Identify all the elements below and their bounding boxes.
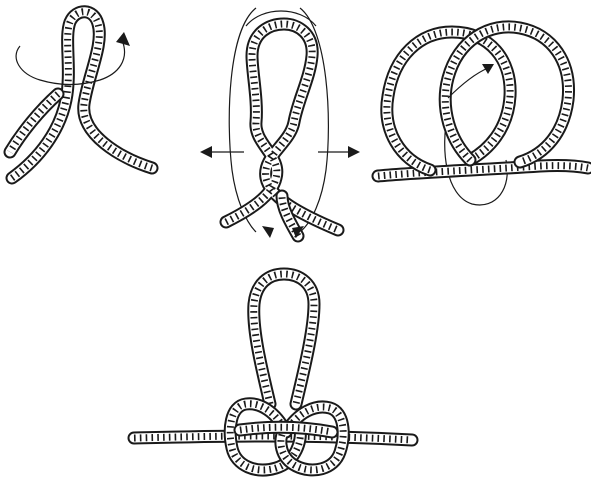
arrow-right-icon <box>348 146 360 158</box>
rope-strand <box>12 12 152 178</box>
step-1-loop-twist <box>10 12 152 178</box>
rope-strand <box>378 166 588 176</box>
arrow-left-icon <box>200 146 212 158</box>
step-4-finished-loop-knot <box>134 274 412 470</box>
rope-strand <box>240 427 332 432</box>
rope-fill-layer <box>240 427 332 432</box>
step-2-figure-eight-spread <box>200 8 360 238</box>
arrow-tuck-icon <box>482 64 494 74</box>
rope-strand <box>134 436 412 440</box>
step-3-double-loop-drop <box>378 27 588 205</box>
arrowhead-icon <box>116 32 130 46</box>
rope-strand <box>254 274 314 404</box>
arrow-down-left-icon <box>262 226 274 238</box>
